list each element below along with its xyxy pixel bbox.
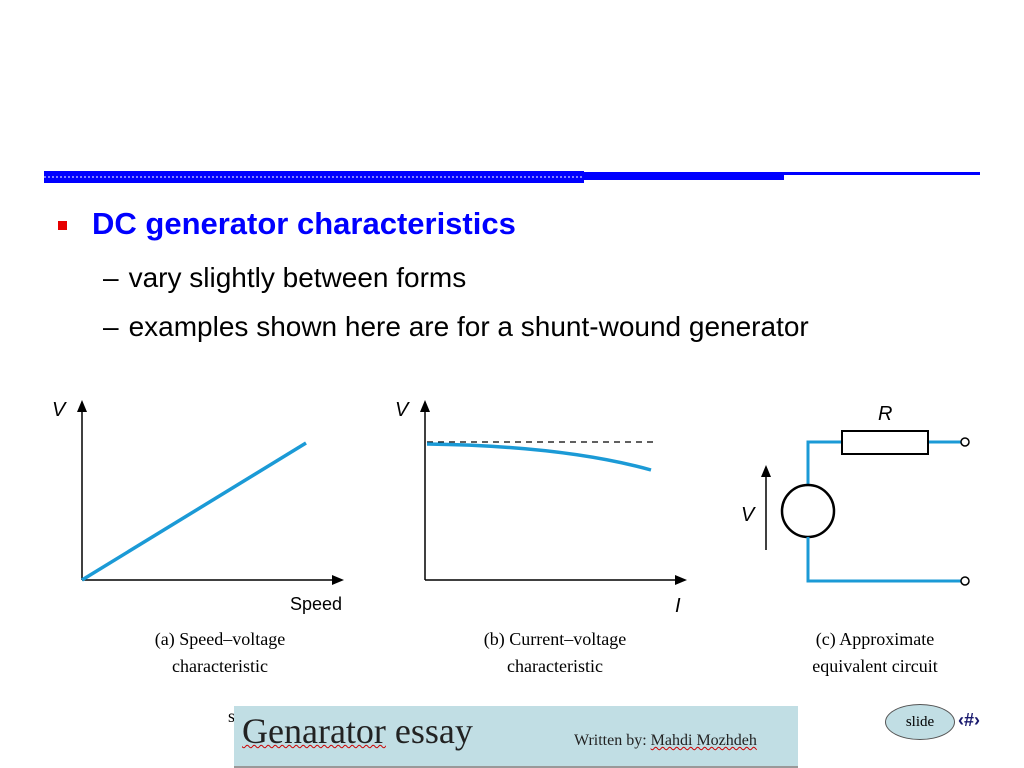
title-divider <box>44 171 980 183</box>
bullet-main-text: DC generator characteristics <box>92 206 516 241</box>
bullet-main: DC generator characteristics <box>58 206 516 242</box>
resistor <box>841 430 929 455</box>
figure-a-speed-voltage: V Speed <box>52 399 344 614</box>
caption-line: characteristic <box>172 656 268 676</box>
resistor-label: R <box>878 403 892 425</box>
figure-c-equivalent-circuit: R V <box>741 403 970 586</box>
slide-number: ‹#› <box>958 710 980 730</box>
author-prefix: Written by: <box>574 732 651 749</box>
dash-marker: – <box>103 262 119 293</box>
voltage-arrow-head-icon <box>761 465 771 477</box>
essay-banner[interactable]: Genarator essay Written by: Mahdi Mozhde… <box>234 706 798 768</box>
source-circle <box>780 483 836 539</box>
footer-partial-text: s <box>228 706 236 726</box>
caption-line: (c) Approximate <box>815 629 935 649</box>
caption-line: (a) Speed–voltage <box>154 629 286 649</box>
sub-bullet-2-text: examples shown here are for a shunt-woun… <box>128 311 809 342</box>
caption-line: (b) Current–voltage <box>483 629 627 649</box>
sub-bullet-1-text: vary slightly between forms <box>128 262 467 293</box>
y-axis-arrow-icon <box>77 400 87 412</box>
sub-bullet-2: –examples shown here are for a shunt-wou… <box>103 311 809 343</box>
x-axis-arrow-icon <box>332 575 344 585</box>
sub-bullet-1: –vary slightly between forms <box>103 262 466 294</box>
top-wire-left <box>806 440 842 485</box>
current-voltage-curve <box>426 442 652 472</box>
y-axis-label: V <box>395 399 410 421</box>
figure-a-caption: (a) Speed–voltage characteristic <box>100 626 340 680</box>
x-axis-label: I <box>675 595 681 617</box>
x-axis-arrow-icon <box>675 575 687 585</box>
banner-title: Genarator essay <box>242 710 473 752</box>
author-name: Mahdi Mozhdeh <box>650 732 757 749</box>
divider-line-thin <box>44 172 980 175</box>
caption-line: equivalent circuit <box>812 656 938 676</box>
terminal-bottom <box>960 576 970 586</box>
banner-title-word: Genarator <box>242 711 386 751</box>
caption-line: characteristic <box>507 656 603 676</box>
bottom-wire <box>806 537 961 583</box>
slide-button[interactable]: slide <box>885 704 955 740</box>
speed-voltage-line <box>81 441 307 582</box>
x-axis-label: Speed <box>290 594 342 614</box>
bullet-square-icon <box>58 220 67 230</box>
figure-b-caption: (b) Current–voltage characteristic <box>435 626 675 680</box>
y-axis-label: V <box>52 399 67 421</box>
terminal-top <box>960 437 970 447</box>
figure-c-caption: (c) Approximate equivalent circuit <box>755 626 995 680</box>
y-axis-arrow-icon <box>420 400 430 412</box>
banner-author: Written by: Mahdi Mozhdeh <box>574 732 757 750</box>
dash-marker: – <box>103 311 119 342</box>
figure-b-current-voltage: V I <box>395 399 687 617</box>
banner-title-rest: essay <box>385 711 473 751</box>
voltage-label: V <box>741 504 756 526</box>
